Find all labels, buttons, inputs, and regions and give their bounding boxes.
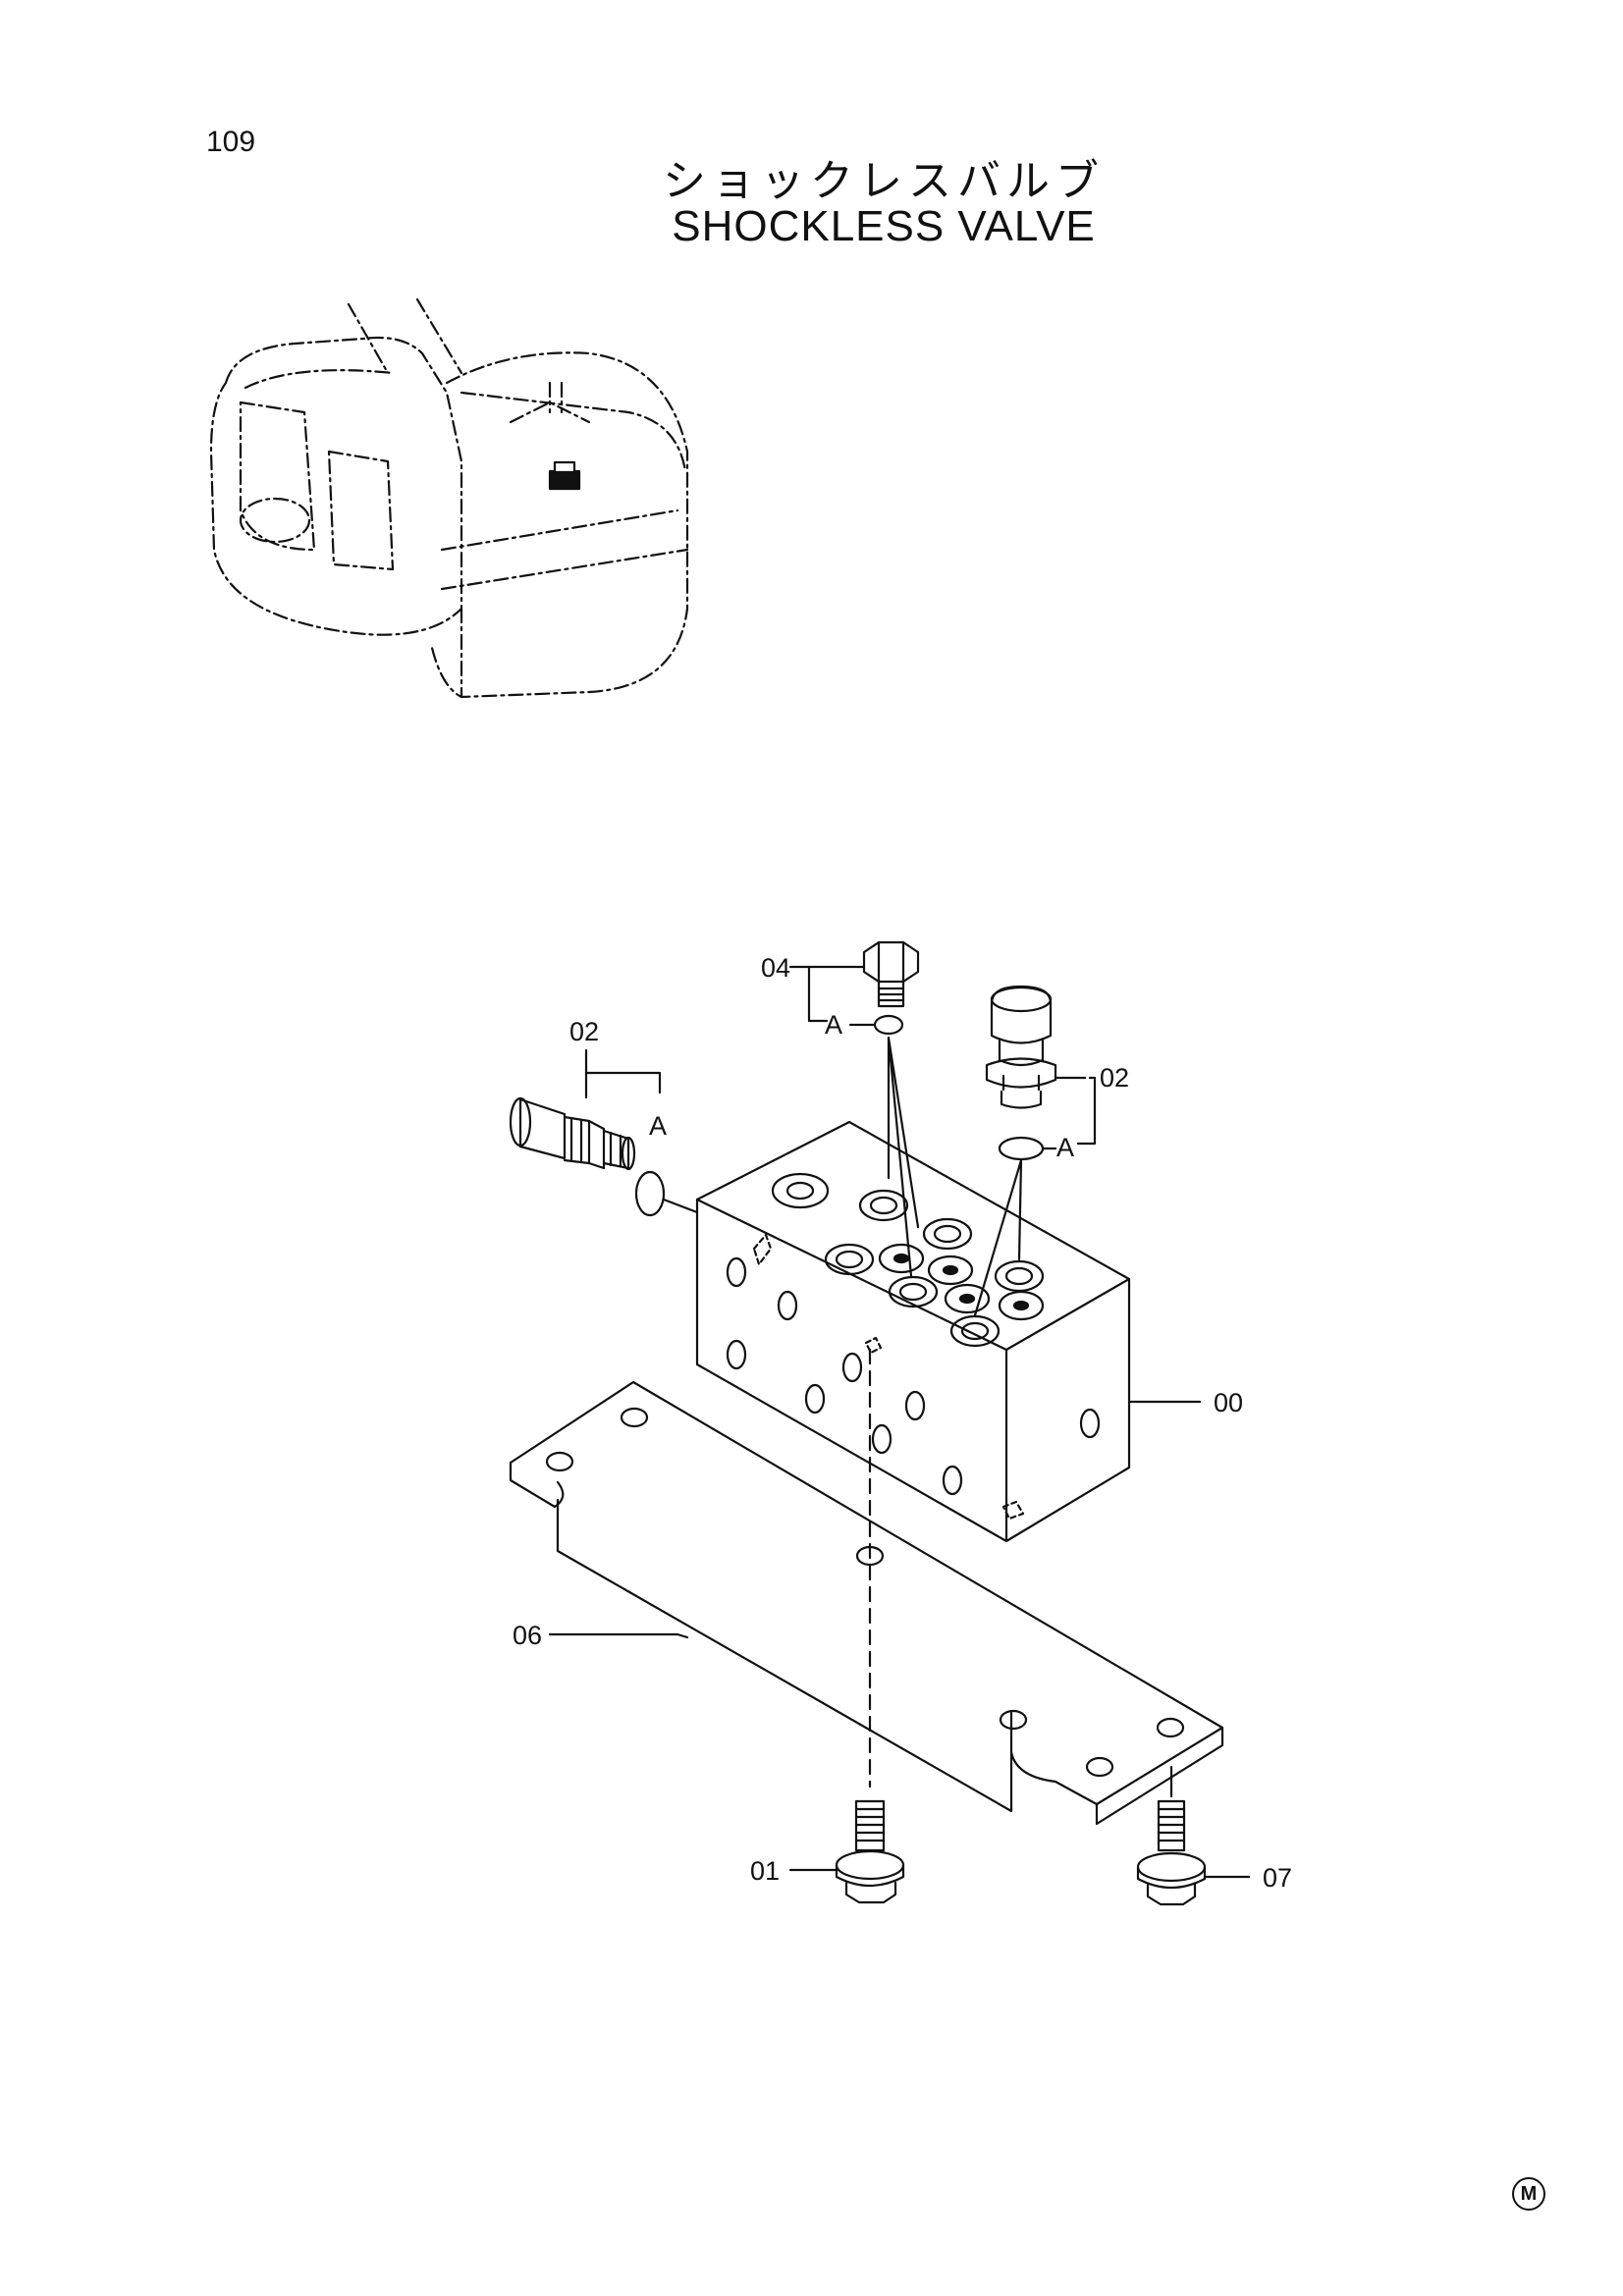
plug-bolt [862,940,920,1008]
fitting-right [985,985,1057,1109]
callout-a-right: A [1056,1133,1074,1162]
o-ring-top [873,1014,904,1036]
title-japanese: ショックレスバルブ [663,156,1105,206]
valve-location-marker [548,460,581,491]
callout-07: 07 [1263,1863,1292,1893]
callout-00: 00 [1214,1388,1243,1417]
callout-04: 04 [761,953,790,983]
callout-06: 06 [513,1621,542,1650]
valve-ports-front [726,1256,1101,1496]
fitting-left [509,1096,636,1171]
bolt-bottom [835,1799,905,1904]
callout-01: 01 [750,1856,780,1886]
title-english: SHOCKLESS VALVE [672,202,1096,250]
valve-ports-top [771,1172,1045,1348]
bolt-right [1136,1799,1207,1906]
callout-a-top: A [825,1010,842,1040]
callout-02-left: 02 [569,1017,599,1046]
o-ring-right [998,1136,1045,1161]
mounting-bracket [509,1380,1224,1826]
valve-block [695,1120,1131,1543]
page-number: 109 [206,126,256,158]
callout-02-right: 02 [1100,1063,1129,1093]
machine-overview-illustration [209,297,689,699]
callout-a-left: A [649,1111,667,1141]
manufacturer-mark: M [1512,2177,1545,2211]
o-ring-left [634,1170,666,1217]
